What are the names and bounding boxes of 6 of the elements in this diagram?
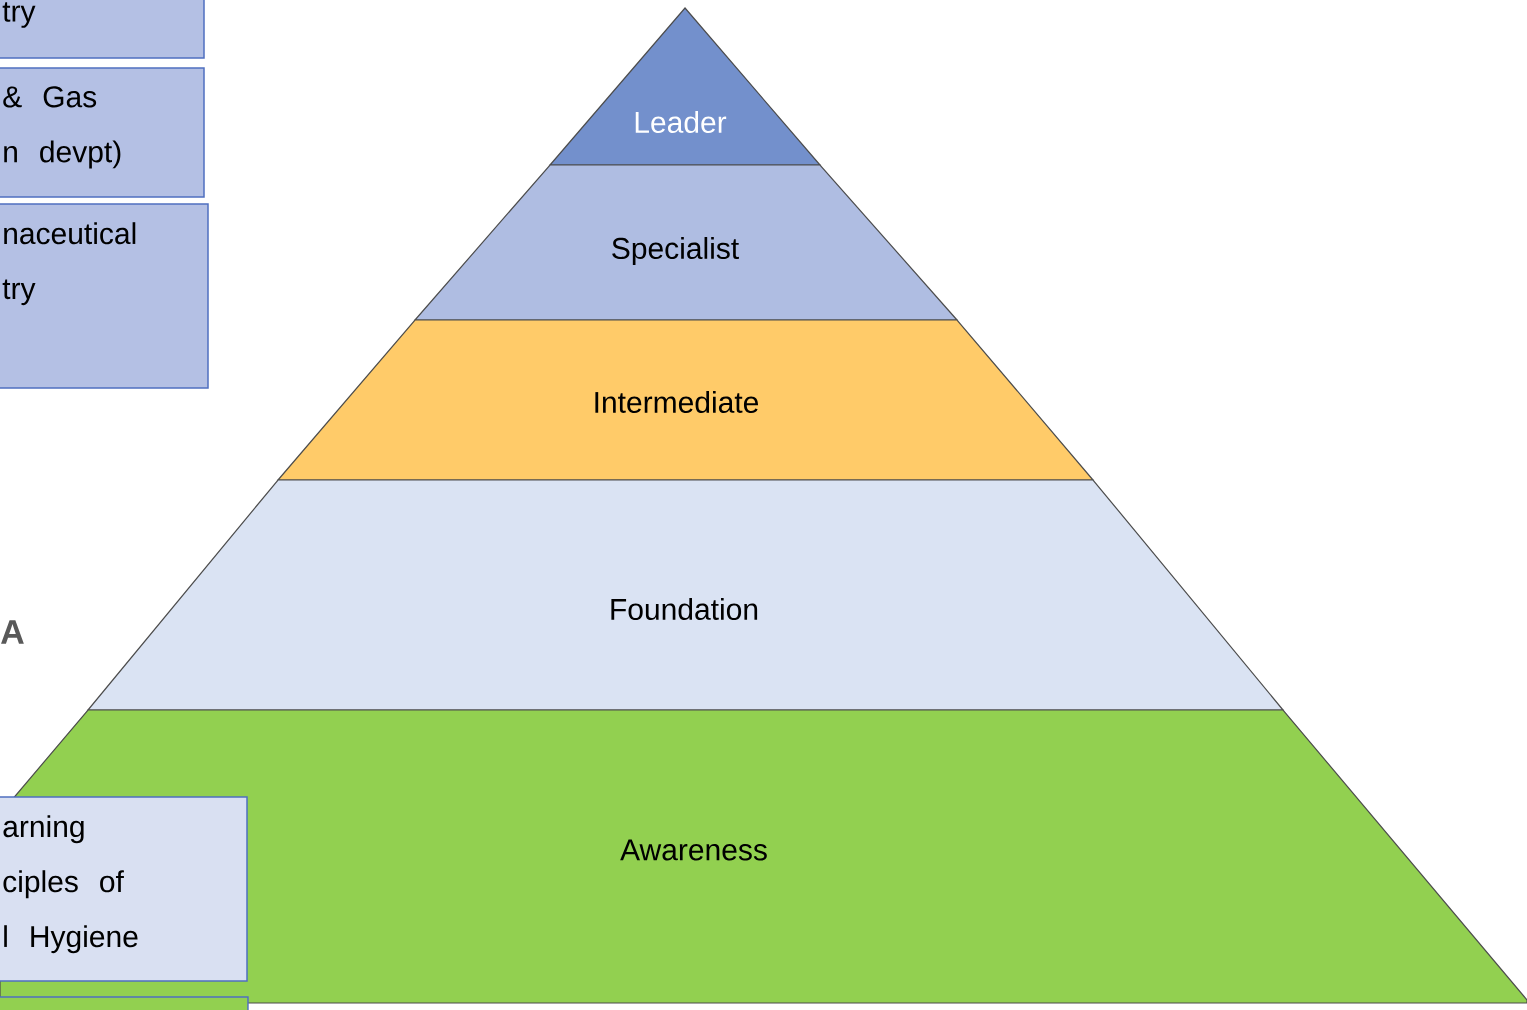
text-box: naceutical try (0, 203, 209, 389)
text-box: arning ciples of l Hygiene (0, 796, 248, 982)
text-box (0, 996, 249, 1010)
text-box: try (0, 0, 205, 59)
letter: A (1, 620, 24, 644)
text-box: & Gas n devpt) (0, 67, 205, 198)
